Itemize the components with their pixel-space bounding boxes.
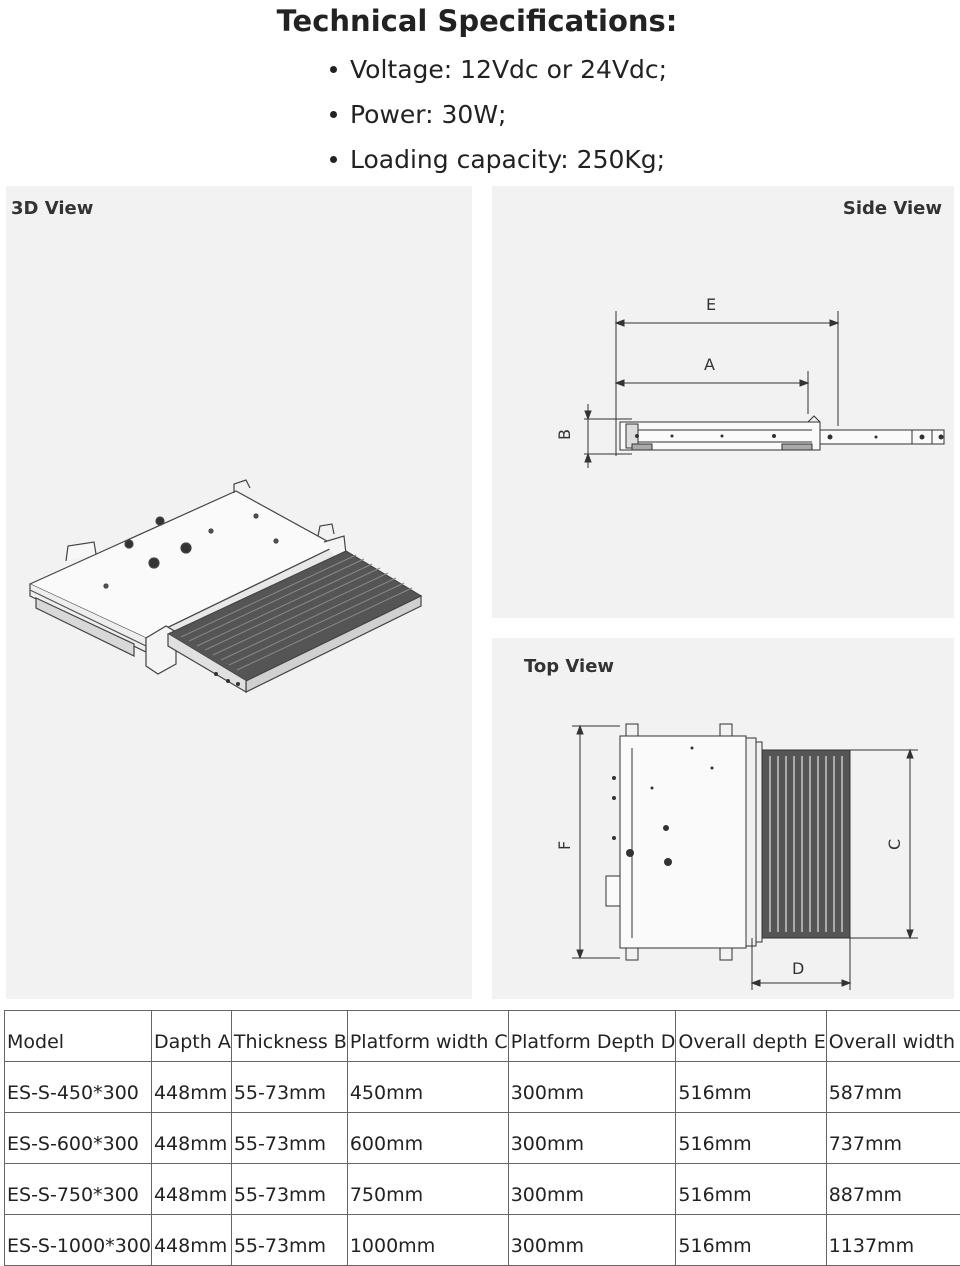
table-cell: 450mm bbox=[347, 1062, 508, 1113]
table-header-cell: Overall depth E bbox=[676, 1011, 826, 1062]
bullet-icon bbox=[330, 156, 337, 163]
table-header-cell: Overall width F bbox=[826, 1011, 960, 1062]
table-cell: ES-S-600*300 bbox=[5, 1113, 152, 1164]
table-cell: 448mm bbox=[151, 1215, 231, 1266]
page-title: Technical Specifications: bbox=[0, 4, 954, 38]
spec-text: Voltage: 12Vdc or 24Vdc; bbox=[350, 55, 667, 84]
dimension-label-f: F bbox=[555, 841, 574, 850]
top-view-drawing: F C D bbox=[492, 638, 954, 999]
panel-3d-view: 3D View bbox=[6, 186, 472, 999]
table-cell: 600mm bbox=[347, 1113, 508, 1164]
table-cell: 55-73mm bbox=[231, 1215, 347, 1266]
table-cell: ES-S-750*300 bbox=[5, 1164, 152, 1215]
table-cell: 1000mm bbox=[347, 1215, 508, 1266]
table-row: ES-S-750*300 448mm 55-73mm 750mm 300mm 5… bbox=[5, 1164, 960, 1215]
dimension-label-a: A bbox=[704, 355, 715, 374]
table-cell: 448mm bbox=[151, 1164, 231, 1215]
table-cell: 55-73mm bbox=[231, 1062, 347, 1113]
dimension-label-d: D bbox=[792, 959, 804, 978]
spec-item-power: Power: 30W; bbox=[330, 97, 667, 142]
table-row: ES-S-600*300 448mm 55-73mm 600mm 300mm 5… bbox=[5, 1113, 960, 1164]
spec-text: Power: 30W; bbox=[350, 100, 506, 129]
table-cell: 55-73mm bbox=[231, 1164, 347, 1215]
table-cell: 516mm bbox=[676, 1113, 826, 1164]
panel-side-view: Side View bbox=[492, 186, 954, 618]
table-cell: 448mm bbox=[151, 1062, 231, 1113]
3d-view-drawing bbox=[6, 186, 472, 999]
table-header-row: Model Dapth A Thickness B Platform width… bbox=[5, 1011, 960, 1062]
table-cell: 448mm bbox=[151, 1113, 231, 1164]
table-cell: 587mm bbox=[826, 1062, 960, 1113]
table-header-cell: Platform width C bbox=[347, 1011, 508, 1062]
bullet-icon bbox=[330, 111, 337, 118]
spec-item-loading: Loading capacity: 250Kg; bbox=[330, 142, 667, 187]
table-header-cell: Dapth A bbox=[151, 1011, 231, 1062]
spec-table: Model Dapth A Thickness B Platform width… bbox=[4, 1010, 960, 1266]
table-cell: ES-S-450*300 bbox=[5, 1062, 152, 1113]
table-cell: 516mm bbox=[676, 1062, 826, 1113]
table-cell: 516mm bbox=[676, 1164, 826, 1215]
table-header-cell: Thickness B bbox=[231, 1011, 347, 1062]
table-cell: 737mm bbox=[826, 1113, 960, 1164]
spec-text: Loading capacity: 250Kg; bbox=[350, 145, 665, 174]
table-cell: 300mm bbox=[508, 1215, 676, 1266]
table-cell: 516mm bbox=[676, 1215, 826, 1266]
table-cell: 55-73mm bbox=[231, 1113, 347, 1164]
table-header-cell: Platform Depth D bbox=[508, 1011, 676, 1062]
side-view-drawing: E A B bbox=[492, 186, 954, 618]
table-header-cell: Model bbox=[5, 1011, 152, 1062]
panel-top-view: Top View bbox=[492, 638, 954, 999]
table-cell: 1137mm bbox=[826, 1215, 960, 1266]
bullet-icon bbox=[330, 66, 337, 73]
table-cell: 887mm bbox=[826, 1164, 960, 1215]
table-cell: 300mm bbox=[508, 1113, 676, 1164]
table-cell: ES-S-1000*300 bbox=[5, 1215, 152, 1266]
dimension-label-b: B bbox=[555, 429, 574, 440]
table-row: ES-S-450*300 448mm 55-73mm 450mm 300mm 5… bbox=[5, 1062, 960, 1113]
table-cell: 750mm bbox=[347, 1164, 508, 1215]
dimension-label-c: C bbox=[885, 839, 904, 850]
table-cell: 300mm bbox=[508, 1164, 676, 1215]
spec-list: Voltage: 12Vdc or 24Vdc; Power: 30W; Loa… bbox=[330, 52, 667, 187]
table-cell: 300mm bbox=[508, 1062, 676, 1113]
table-row: ES-S-1000*300 448mm 55-73mm 1000mm 300mm… bbox=[5, 1215, 960, 1266]
spec-item-voltage: Voltage: 12Vdc or 24Vdc; bbox=[330, 52, 667, 97]
dimension-label-e: E bbox=[706, 295, 716, 314]
